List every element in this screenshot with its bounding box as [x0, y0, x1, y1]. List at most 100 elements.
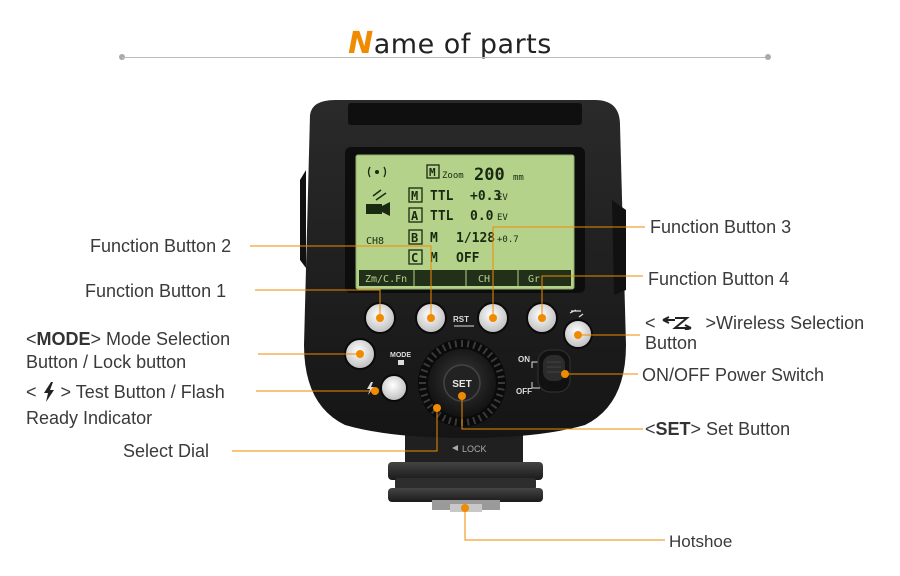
top-vent [348, 103, 582, 125]
dial-tooth [466, 418, 470, 426]
off-label: OFF [516, 387, 532, 396]
test-button[interactable] [380, 374, 408, 402]
lcd-group-value: +0.3 [470, 189, 501, 204]
lcd-group-box [408, 249, 423, 265]
label-mode-selection: <MODE> Mode Selection [26, 329, 231, 349]
lcd-group-letter: A [411, 209, 419, 223]
dial-tooth [447, 341, 452, 350]
wireless-icon [569, 309, 584, 318]
dial-tooth [477, 344, 483, 352]
lcd-group-mode: M [430, 251, 438, 266]
label-function-button-3: Function Button 3 [650, 217, 792, 237]
dial-tooth [426, 403, 434, 410]
lcd-zoom-word: Zoom [442, 171, 464, 181]
set-label: SET [452, 379, 471, 390]
lcd-group-unit: EV [497, 193, 508, 203]
lcd-zoom-value: 200 [474, 165, 505, 185]
dial-tooth [426, 356, 434, 363]
lcd-group-box [408, 229, 423, 245]
dial-tooth [430, 351, 438, 359]
dial-tooth [495, 368, 504, 373]
dial-tooth [420, 368, 429, 373]
lcd-group-mode: M [430, 231, 438, 246]
lcd-group-mode: TTL [430, 189, 454, 204]
dial-tooth [477, 414, 483, 422]
lcd-screen [356, 155, 574, 289]
signal-icon [367, 166, 387, 178]
label-test-button: < > Test Button / Flash [26, 382, 225, 402]
softkey-3-label: CH [478, 274, 490, 285]
callout-lines [232, 226, 665, 541]
label-mode-selection-line2: Button / Lock button [26, 352, 187, 372]
power-switch[interactable]: ON OFF [516, 349, 571, 396]
lcd-group-value: 0.0 [470, 209, 494, 224]
rule-dot-right [765, 54, 771, 60]
dial-tooth [472, 416, 477, 425]
callout-dots [356, 314, 582, 512]
lock-label: LOCK [462, 444, 487, 454]
on-label: ON [518, 355, 530, 364]
dial-tooth [454, 340, 458, 348]
dial-tooth [490, 403, 498, 410]
dial-tooth [466, 340, 470, 348]
label-function-button-4: Function Button 4 [648, 269, 790, 289]
lcd-softkeys: Zm/C.Fn CH Gr [359, 270, 571, 286]
rst-label: RST [453, 315, 469, 324]
label-power-switch: ON/OFF Power Switch [642, 365, 825, 385]
dial-tooth [419, 387, 427, 391]
side-grip-right [612, 200, 626, 295]
lcd-group-unit: EV [497, 213, 508, 223]
lock-icon [452, 445, 458, 451]
lcd-zoom-mode: M [429, 166, 436, 179]
wireless-master-icon [366, 189, 390, 216]
dial-tooth [497, 387, 505, 391]
label-test-button-line2: Ready Indicator [26, 408, 153, 428]
dial-tooth [423, 398, 431, 404]
label-wireless-selection-line2: Button [645, 333, 698, 353]
flash-bolt-icon [43, 382, 54, 402]
softkey-4-label: Gr [528, 274, 540, 285]
dial-tooth [419, 375, 427, 379]
label-set-button: <SET> Set Button [645, 419, 791, 439]
dial-tooth [423, 362, 431, 368]
lcd-channel: CH8 [366, 236, 384, 247]
dial-tooth [493, 362, 501, 368]
flash-bolt-icon [367, 382, 374, 395]
lcd-group-letter: B [411, 231, 418, 245]
dial-tooth [495, 393, 504, 398]
lcd-group-mode: TTL [430, 209, 454, 224]
dial-tooth [486, 351, 494, 359]
lcd-group-value: OFF [456, 251, 480, 266]
label-wireless-selection: < >Wireless Selection [645, 313, 865, 333]
dial-tooth [486, 407, 494, 415]
mode-lock-icon [398, 360, 404, 365]
dial-tooth [441, 344, 447, 352]
label-function-button-2: Function Button 2 [90, 236, 232, 256]
label-function-button-1: Function Button 1 [85, 281, 227, 301]
lcd-zoom-unit: mm [513, 173, 524, 183]
title-rule [122, 57, 768, 58]
dial-tooth [490, 356, 498, 363]
dial-tooth [441, 414, 447, 422]
lcd-group-value: 1/128 [456, 231, 495, 246]
hotshoe: LOCK [388, 420, 543, 512]
select-dial[interactable]: SET [418, 339, 506, 427]
lcd-group-letter: M [411, 189, 418, 203]
dial-tooth [493, 398, 501, 404]
lcd-group-box [408, 207, 423, 223]
label-select-dial: Select Dial [123, 441, 210, 461]
dial-tooth [497, 375, 505, 379]
dial-tooth [482, 347, 489, 355]
dial-tooth [435, 347, 442, 355]
softkey-1-label: Zm/C.Fn [365, 274, 407, 285]
lcd-group-box [408, 187, 423, 203]
dial-tooth [447, 416, 452, 425]
dial-tooth [420, 393, 429, 398]
dial-tooth [454, 418, 458, 426]
dial-tooth [482, 411, 489, 419]
mode-label: MODE [390, 352, 411, 359]
page-title: Name of parts [348, 26, 552, 61]
